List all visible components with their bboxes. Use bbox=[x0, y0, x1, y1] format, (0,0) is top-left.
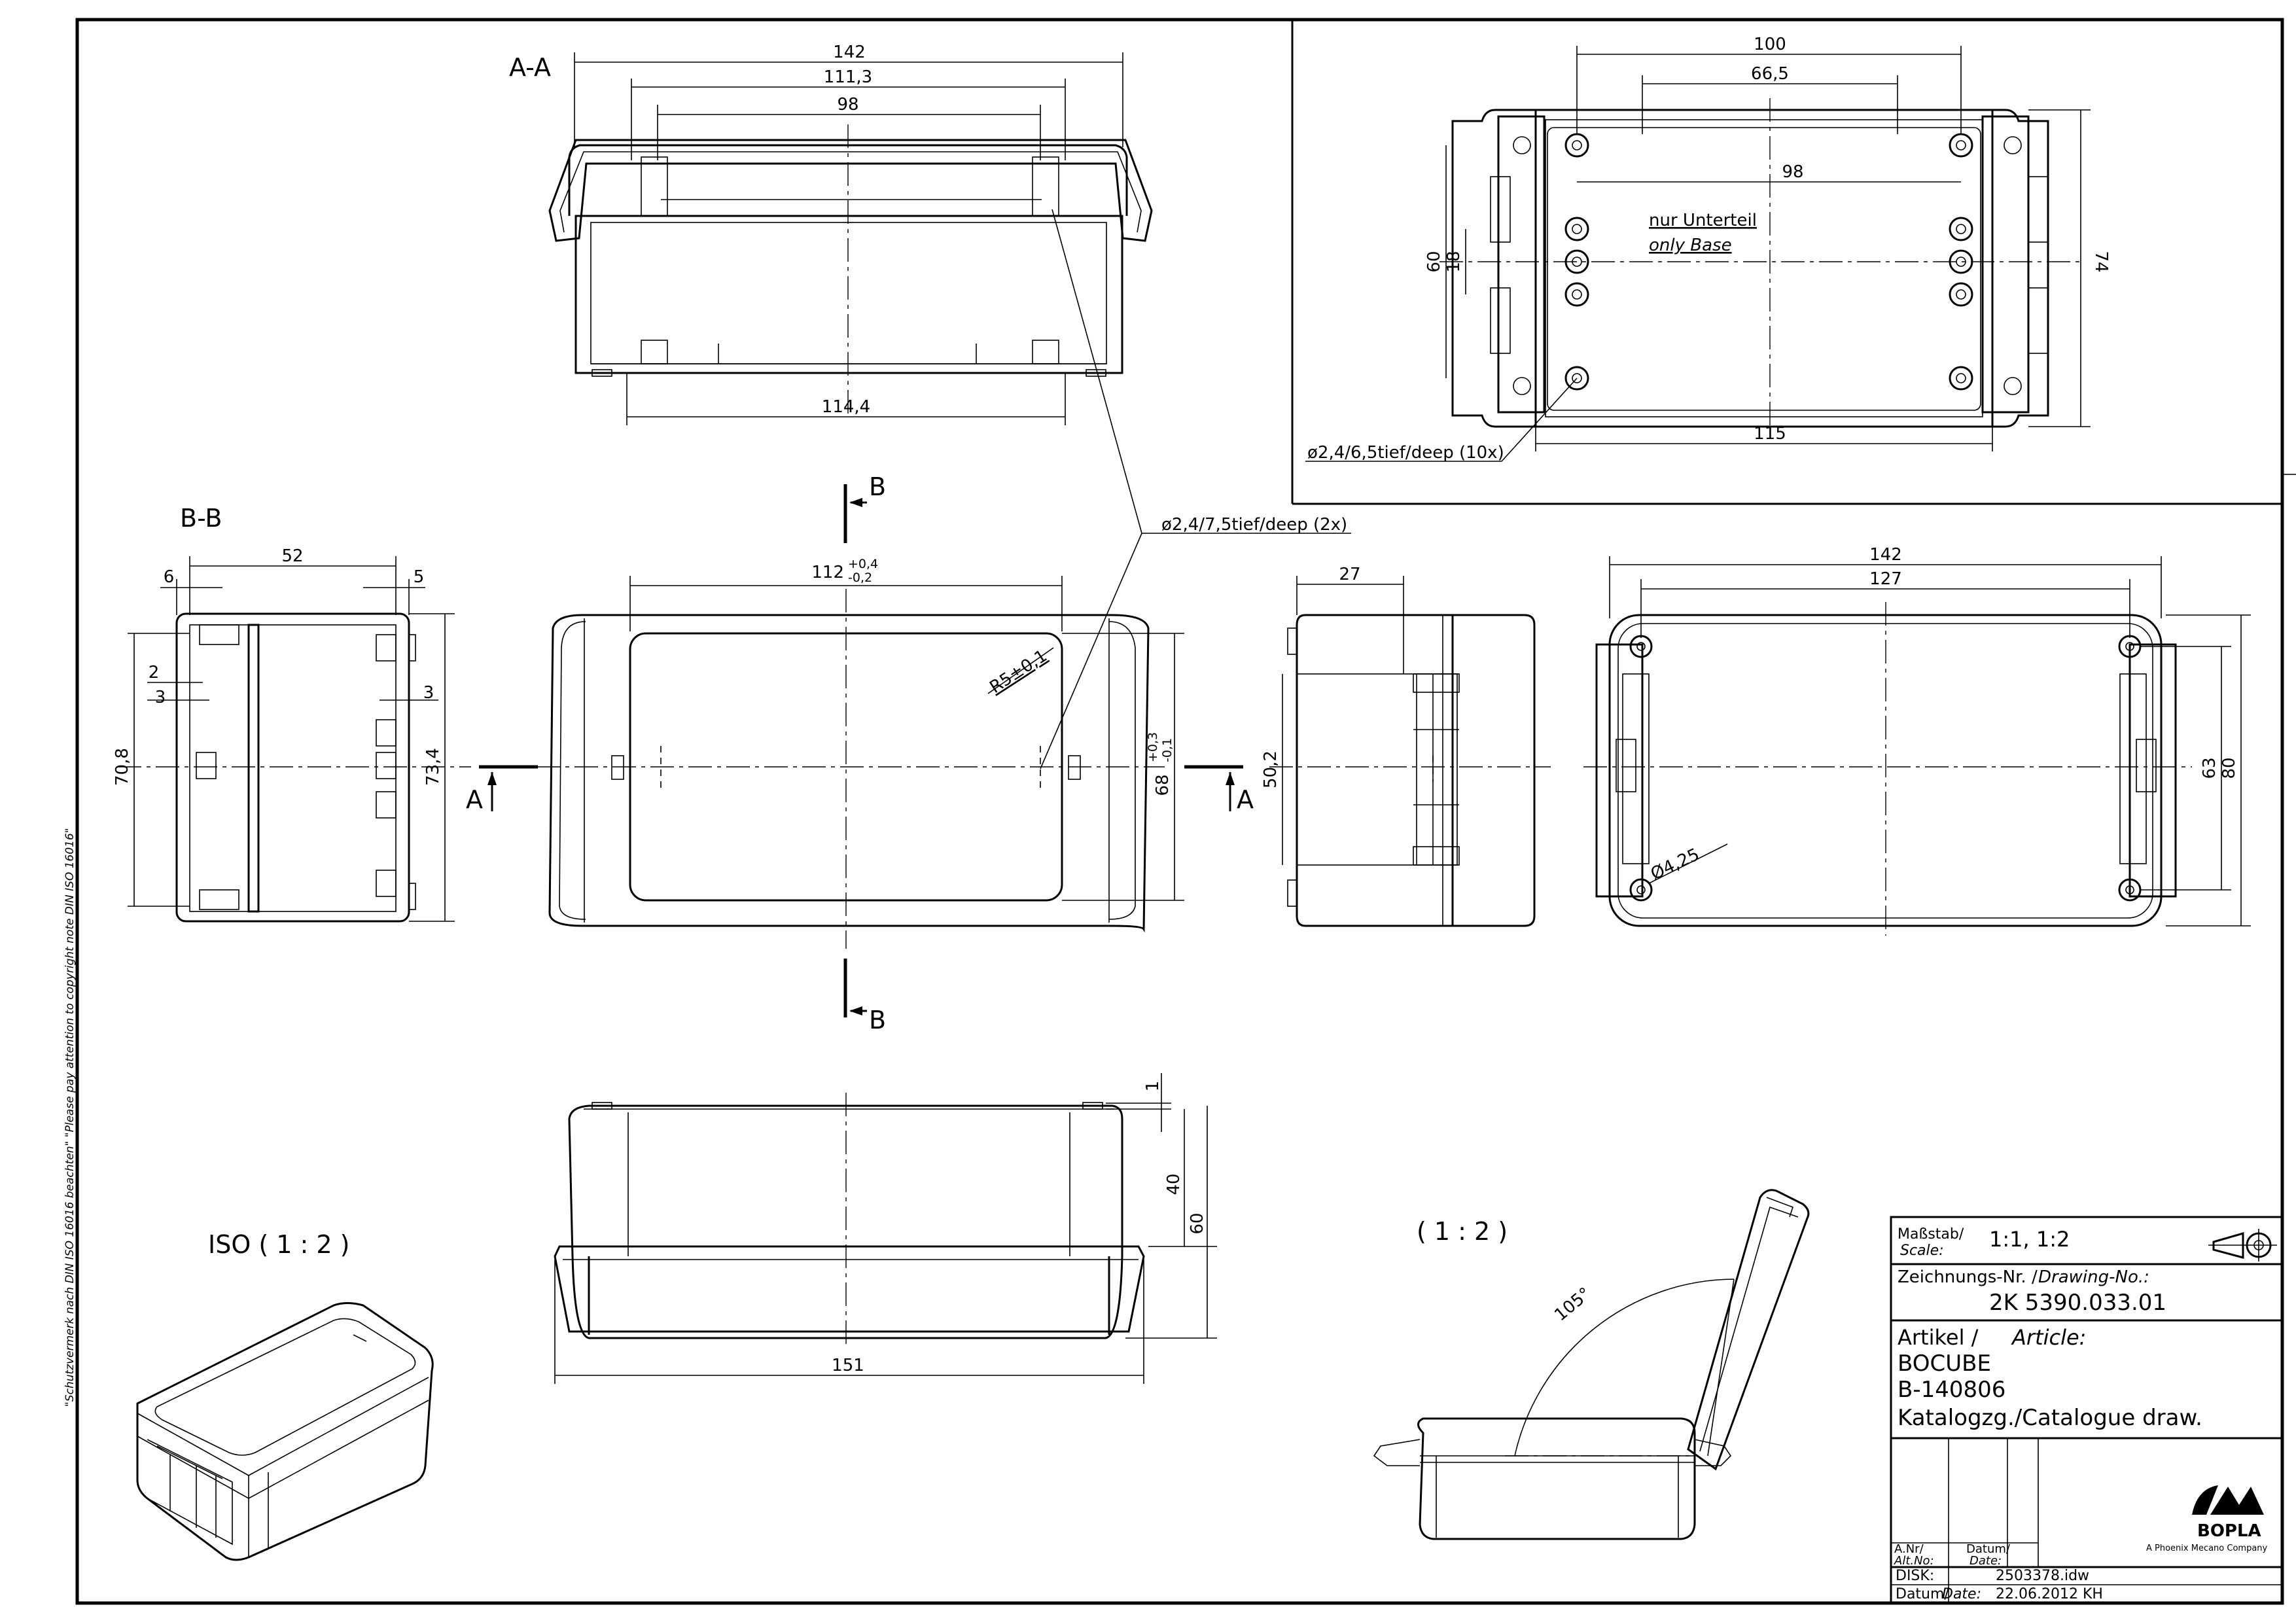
note-only-base: only Base bbox=[1649, 236, 1732, 255]
dim-98-top: 98 bbox=[837, 95, 858, 115]
side-view: 27 50,2 bbox=[1261, 565, 1551, 927]
dim-98-base: 98 bbox=[1782, 162, 1803, 182]
cut-marker-b-bottom: B bbox=[869, 1006, 886, 1034]
dim-40: 40 bbox=[1164, 1173, 1184, 1195]
dim-127: 127 bbox=[1869, 569, 1902, 589]
iso-view: ISO ( 1 : 2 ) bbox=[136, 1230, 434, 1561]
dim-52: 52 bbox=[281, 546, 303, 566]
dim-3-right: 3 bbox=[423, 683, 434, 703]
angle-105: 105° bbox=[1551, 1284, 1595, 1325]
section-a-a-view: A-A 142 111,3 98 114,4 bbox=[509, 43, 1153, 425]
dim-74: 74 bbox=[2091, 251, 2111, 272]
dim-66-5: 66,5 bbox=[1751, 64, 1789, 84]
date2-label-de: Datum/ bbox=[1896, 1586, 1949, 1602]
dim-60-base: 60 bbox=[1424, 251, 1444, 272]
lid-top-view: A A B B 112 +0,4 -0,2 68 +0,3 -0,1 R5±0,… bbox=[466, 209, 1351, 1034]
front-view: 151 1 40 60 bbox=[554, 1073, 1217, 1384]
dim-50-2: 50,2 bbox=[1261, 750, 1280, 788]
drawing-label-en: Drawing-No.: bbox=[2038, 1267, 2149, 1287]
cut-marker-a-right: A bbox=[1237, 785, 1254, 814]
iso-label: ISO ( 1 : 2 ) bbox=[208, 1230, 349, 1259]
bottom-view: 142 127 63 80 Ø4,25 bbox=[1583, 545, 2251, 936]
article-label-en: Article: bbox=[2011, 1325, 2086, 1350]
drawing-number: 2K 5390.033.01 bbox=[1989, 1290, 2166, 1316]
dim-142-mid: 142 bbox=[1869, 545, 1902, 565]
article-line-1: BOCUBE bbox=[1898, 1350, 1991, 1377]
dim-115: 115 bbox=[1754, 424, 1786, 444]
drawing-frame bbox=[75, 18, 2296, 1605]
dim-5: 5 bbox=[414, 567, 425, 587]
section-b-b-view: B-B 52 6 5 2 3 3 70,8 7 bbox=[113, 504, 471, 923]
dim-27: 27 bbox=[1339, 565, 1360, 584]
dim-112-tol-up: +0,4 bbox=[848, 557, 878, 571]
dim-68: 68 bbox=[1153, 774, 1173, 796]
scale-label-en: Scale: bbox=[1900, 1243, 1944, 1259]
disk-value: 2503378.idw bbox=[1996, 1568, 2089, 1584]
dim-112: 112 bbox=[811, 563, 844, 582]
brand-subtitle: A Phoenix Mecano Company bbox=[2146, 1544, 2268, 1553]
date-label-en: Date: bbox=[1969, 1554, 2002, 1568]
projection-symbol-icon bbox=[2208, 1229, 2277, 1262]
dim-112-tol-lo: -0,2 bbox=[848, 571, 872, 585]
dim-68-tol-up: +0,3 bbox=[1146, 732, 1160, 762]
alt-no-label-en: Alt.No: bbox=[1894, 1554, 1934, 1568]
section-b-b-label: B-B bbox=[180, 504, 222, 533]
dim-63: 63 bbox=[2200, 757, 2219, 779]
date-label-de: Datum/ bbox=[1966, 1542, 2011, 1556]
bopla-logo-icon bbox=[2192, 1485, 2264, 1515]
dim-111-3: 111,3 bbox=[824, 67, 872, 87]
article-line-2: B-140806 bbox=[1898, 1377, 2005, 1403]
alt-no-label-de: A.Nr/ bbox=[1894, 1542, 1924, 1556]
dim-142-top: 142 bbox=[833, 43, 866, 62]
dim-68-tol-lo: -0,1 bbox=[1160, 738, 1174, 762]
scale-label-de: Maßstab/ bbox=[1898, 1226, 1964, 1243]
article-line-3: Katalogzg./Catalogue draw. bbox=[1898, 1405, 2202, 1431]
dim-60-front: 60 bbox=[1188, 1212, 1207, 1234]
date2-value: 22.06.2012 KH bbox=[1996, 1586, 2103, 1602]
dim-80: 80 bbox=[2219, 757, 2239, 779]
dim-73-4: 73,4 bbox=[423, 748, 443, 786]
date2-label-en: Date: bbox=[1942, 1586, 1981, 1602]
note-holes-10x: ø2,4/6,5tief/deep (10x) bbox=[1307, 443, 1504, 463]
base-top-view: nur Unterteil only Base 100 66,5 98 115 … bbox=[1305, 35, 2111, 463]
title-block: Maßstab/ Scale: 1:1, 1:2 Zeichnungs-Nr. … bbox=[1890, 1216, 2284, 1604]
dim-151: 151 bbox=[832, 1356, 864, 1375]
disk-label: DISK: bbox=[1896, 1568, 1934, 1584]
drawing-label-de: Zeichnungs-Nr. / bbox=[1898, 1267, 2038, 1287]
dim-3-left: 3 bbox=[155, 688, 166, 707]
note-holes-2x: ø2,4/7,5tief/deep (2x) bbox=[1161, 515, 1347, 535]
dim-114-4: 114,4 bbox=[822, 397, 870, 417]
open-view-label: ( 1 : 2 ) bbox=[1417, 1217, 1508, 1246]
cut-marker-b-top: B bbox=[869, 472, 886, 501]
dim-70-8: 70,8 bbox=[113, 748, 132, 786]
cut-marker-a-left: A bbox=[466, 785, 483, 814]
dim-r5: R5±0,1 bbox=[986, 646, 1050, 697]
dim-100: 100 bbox=[1754, 35, 1786, 54]
base-screw-holes bbox=[1513, 133, 2022, 395]
section-a-a-label: A-A bbox=[509, 53, 551, 82]
note-nur-unterteil: nur Unterteil bbox=[1649, 211, 1757, 230]
dim-2: 2 bbox=[149, 663, 160, 682]
article-label-de: Artikel / bbox=[1898, 1325, 1979, 1350]
dim-4-25: Ø4,25 bbox=[1648, 845, 1703, 884]
brand-name: BOPLA bbox=[2197, 1521, 2261, 1541]
dim-6: 6 bbox=[164, 567, 175, 587]
dim-18: 18 bbox=[1444, 251, 1464, 272]
scale-value: 1:1, 1:2 bbox=[1989, 1227, 2070, 1252]
open-view: ( 1 : 2 ) 105° bbox=[1373, 1189, 1810, 1540]
dim-1: 1 bbox=[1143, 1081, 1163, 1092]
copyright-note: "Schutzvermerk nach DIN ISO 16016 beacht… bbox=[63, 828, 77, 1407]
